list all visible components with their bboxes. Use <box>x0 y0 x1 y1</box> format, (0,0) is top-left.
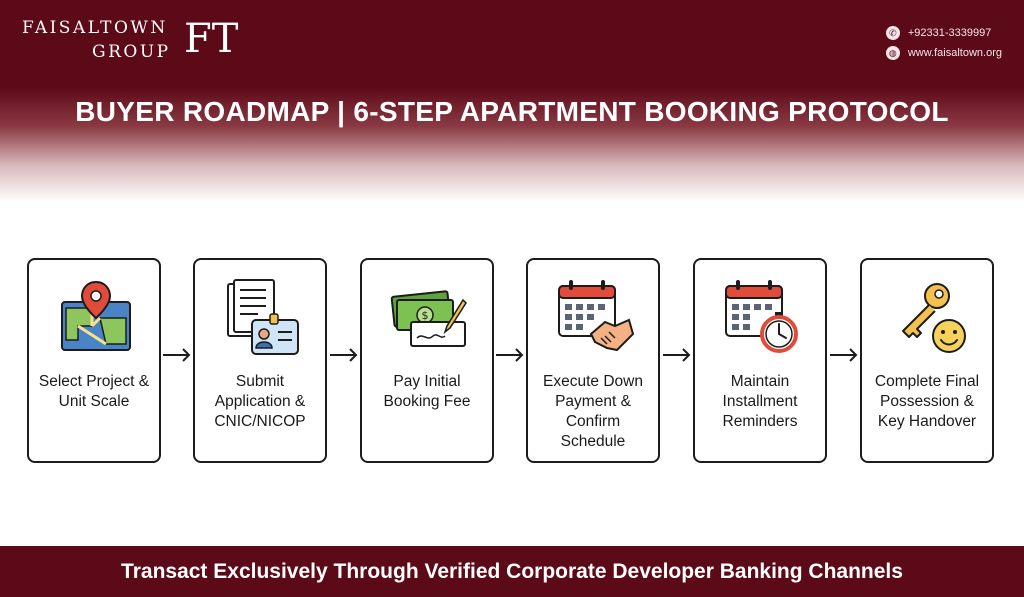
globe-icon: ◍ <box>885 46 900 60</box>
contact-phone: +92331-3339997 <box>907 27 992 39</box>
step-label-5: Maintain Installment Reminders <box>722 373 798 430</box>
step-card-2: Submit Application & CNIC/NICOP <box>193 258 327 463</box>
step-card-6: Complete Final Possession & Key Handover <box>860 258 994 463</box>
contact-phone-row: ✆ +92331-3339997 <box>885 26 1002 40</box>
contact-info: ✆ +92331-3339997 ◍ www.faisaltown.org <box>885 26 1002 66</box>
step-label-1: Select Project & Unit Scale <box>38 373 150 410</box>
arrow-right-icon <box>830 348 858 362</box>
step-label-4: Execute Down Payment & Confirm Schedule <box>543 373 643 450</box>
map-pin-icon <box>61 280 131 351</box>
footer-banner: Transact Exclusively Through Verified Co… <box>0 546 1024 597</box>
header-band <box>0 0 1024 230</box>
phone-icon: ✆ <box>885 26 900 40</box>
key-smile-icon <box>902 283 966 353</box>
id-document-icon <box>227 279 299 355</box>
step-card-4: Execute Down Payment & Confirm Schedule <box>526 258 660 463</box>
svg-text:$: $ <box>422 309 429 322</box>
step-card-5: Maintain Installment Reminders <box>693 258 827 463</box>
cash-cheque-icon: $ <box>390 290 467 347</box>
arrow-right-icon <box>163 348 191 362</box>
arrow-right-icon <box>496 348 524 362</box>
brand-name-line1: FAISALTOWN <box>22 18 168 38</box>
step-card-3: $ Pay Initial Booking Fee <box>360 258 494 463</box>
arrow-right-icon <box>330 348 358 362</box>
contact-web-row: ◍ www.faisaltown.org <box>885 46 1002 60</box>
step-label-6: Complete Final Possession & Key Handover <box>874 373 980 430</box>
step-card-1: Select Project & Unit Scale <box>27 258 161 463</box>
contact-website: www.faisaltown.org <box>907 47 1002 59</box>
brand-monogram: FT <box>184 16 239 62</box>
page-title: BUYER ROADMAP | 6-STEP APARTMENT BOOKING… <box>75 96 949 127</box>
calendar-stopwatch-icon <box>725 280 798 353</box>
step-label-3: Pay Initial Booking Fee <box>383 373 471 410</box>
brand-name-line2: GROUP <box>92 42 171 62</box>
step-label-2: Submit Application & CNIC/NICOP <box>214 373 306 430</box>
calendar-handshake-icon <box>558 280 635 352</box>
arrow-right-icon <box>663 348 691 362</box>
